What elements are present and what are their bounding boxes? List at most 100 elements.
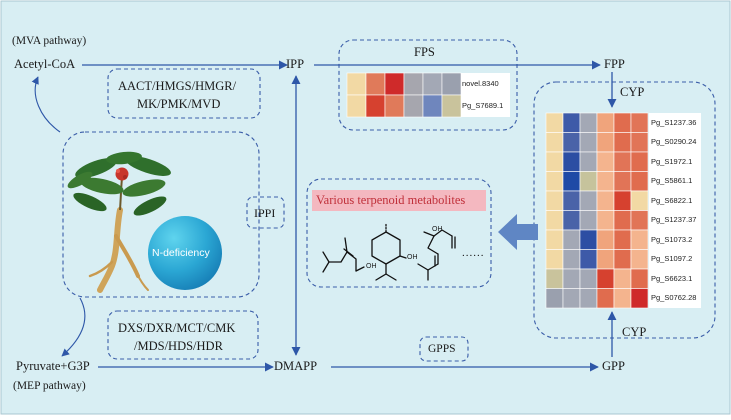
cyp-heatmap-cell [579, 190, 598, 211]
cyp-heatmap-cell [630, 190, 649, 211]
mep-enzymes-line2: /MDS/HDS/HDR [134, 339, 223, 353]
cyp-heatmap-cell [562, 132, 581, 153]
cyp-heatmap-cell [596, 288, 615, 309]
n-deficiency-circle [148, 216, 222, 290]
cyp-heatmap-row-label: Pg_S1097.2 [651, 254, 693, 264]
cyp-heatmap-cell [596, 171, 615, 192]
molecule-1 [322, 237, 365, 273]
cyp-heatmap-cell [545, 132, 564, 153]
fps-heatmap-cell [384, 72, 405, 96]
metabolites-title-bg [312, 190, 486, 211]
curve-to-pyruvate [61, 297, 86, 357]
cyp-heatmap-row-label: Pg_S1972.1 [651, 156, 693, 166]
fps-heatmap-cell [403, 94, 424, 118]
cyp-heatmap-cell [545, 112, 564, 133]
node-acetyl-coa: Acetyl-CoA [14, 57, 76, 71]
big-left-arrow [498, 214, 538, 250]
cyp-box [533, 81, 716, 339]
cyp-heatmap-cell [613, 249, 632, 270]
cyp-heatmap-row-label: Pg_S1073.2 [651, 234, 693, 244]
molecule-ellipsis: ...... [462, 247, 485, 259]
node-gpp: GPP [602, 359, 625, 373]
fps-heatmap-cell [346, 72, 367, 96]
cyp-heatmap-cell [562, 229, 581, 250]
fps-heatmap-row-label: novel.8340 [462, 79, 499, 88]
molecule-3-oh-label: OH [432, 226, 443, 233]
cyp-heatmap-cell [630, 171, 649, 192]
fps-heatmap-cell [365, 94, 386, 118]
mva-pathway-title: (MVA pathway) [12, 35, 87, 47]
metabolites-box [306, 178, 492, 288]
cyp-heatmap-cell [545, 171, 564, 192]
cyp-heatmap-row-label: Pg_S6623.1 [651, 273, 693, 283]
fps-label: FPS [414, 45, 435, 59]
cyp-heatmap-cell [613, 151, 632, 172]
cyp-heatmap-cell [545, 229, 564, 250]
node-ipp: IPP [286, 57, 305, 71]
fps-heatmap-cell [422, 94, 443, 118]
cyp-heatmap-row-label: Pg_S0290.24 [651, 137, 697, 147]
fps-heatmap [346, 72, 510, 118]
fps-heatmap-cell [384, 94, 405, 118]
cyp-heatmap-cell [630, 229, 649, 250]
cyp-heatmap-cell [545, 249, 564, 270]
cyp-heatmap-cell [596, 210, 615, 231]
ginseng-box [62, 131, 260, 298]
cyp-heatmap-cell [596, 151, 615, 172]
cyp-heatmap-cell [613, 190, 632, 211]
fps-heatmap-cell [441, 94, 462, 118]
molecule-3 [417, 229, 456, 281]
cyp-heatmap-cell [630, 132, 649, 153]
cyp-heatmap-cell [562, 249, 581, 270]
cyp-heatmap-cell [613, 132, 632, 153]
fps-heatmap-cell [365, 72, 386, 96]
fps-heatmap-cell [422, 72, 443, 96]
cyp-heatmap-cell [579, 132, 598, 153]
cyp-heatmap-cell [545, 190, 564, 211]
ginseng-plant-illustration [67, 151, 171, 293]
gpps-box [419, 336, 469, 362]
cyp-heatmap-cell [613, 268, 632, 289]
cyp-heatmap-cell [630, 210, 649, 231]
cyp-heatmap-cell [545, 210, 564, 231]
cyp-heatmap-cell [596, 229, 615, 250]
cyp-heatmap-cell [630, 112, 649, 133]
cyp-top-label: CYP [620, 85, 645, 99]
cyp-heatmap [545, 112, 701, 309]
molecule-2 [371, 223, 407, 281]
cyp-heatmap-cell [596, 132, 615, 153]
cyp-heatmap-cell [562, 190, 581, 211]
cyp-heatmap-cell [545, 268, 564, 289]
cyp-heatmap-cell [562, 210, 581, 231]
cyp-heatmap-cell [630, 288, 649, 309]
node-fpp: FPP [604, 57, 625, 71]
fps-heatmap-label-bg [460, 73, 510, 117]
curve-to-acetyl [31, 76, 61, 133]
cyp-heatmap-row-label: Pg_S1237.37 [651, 215, 697, 225]
cyp-heatmap-cell [613, 210, 632, 231]
molecule-2-oh-label: OH [407, 254, 418, 261]
cyp-heatmap-row-label: Pg_S5861.1 [651, 176, 693, 186]
mva-enzymes-line1: AACT/HMGS/HMGR/ [118, 79, 237, 93]
cyp-heatmap-cell [579, 112, 598, 133]
metabolites-title: Various terpenoid metabolites [316, 193, 466, 207]
cyp-heatmap-cell [596, 268, 615, 289]
cyp-heatmap-cell [579, 288, 598, 309]
cyp-heatmap-cell [596, 112, 615, 133]
node-dmapp: DMAPP [274, 359, 318, 373]
node-pyruvate-g3p: Pyruvate+G3P [16, 359, 90, 373]
cyp-heatmap-cell [579, 249, 598, 270]
fps-heatmap-row-label: Pg_S7689.1 [462, 101, 504, 110]
fps-heatmap-cell [441, 72, 462, 96]
cyp-heatmap-cell [579, 151, 598, 172]
molecule-1-oh-label: OH [366, 263, 377, 270]
cyp-bottom-label: CYP [622, 325, 647, 339]
cyp-heatmap-cell [579, 171, 598, 192]
mep-enzymes-line1: DXS/DXR/MCT/CMK [118, 321, 236, 335]
fps-heatmap-cell [346, 94, 367, 118]
cyp-heatmap-cell [545, 151, 564, 172]
gpps-label: GPPS [428, 343, 456, 355]
cyp-heatmap-row-label: Pg_S1237.36 [651, 117, 697, 127]
